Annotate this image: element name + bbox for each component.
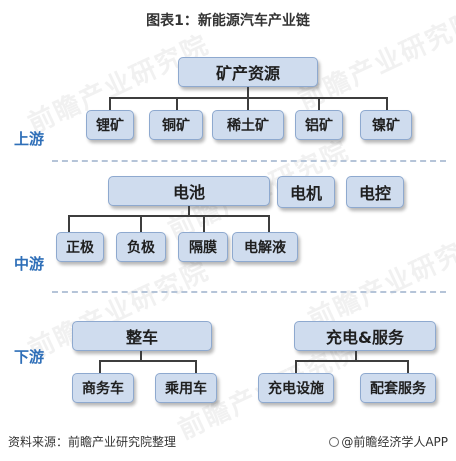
node-electrolyte: 电解液: [232, 232, 298, 262]
connector: [68, 215, 70, 233]
connector: [203, 215, 205, 233]
connector: [195, 360, 197, 374]
node-complete-vehicle: 整车: [72, 321, 212, 351]
section-label-midstream: 中游: [14, 255, 45, 273]
node-rare-earth-ore: 稀土矿: [212, 110, 284, 140]
node-passenger-vehicle: 乘用车: [155, 373, 217, 403]
connector: [176, 97, 178, 111]
source-note: 资料来源：前瞻产业研究院整理: [8, 435, 177, 449]
connector: [295, 360, 409, 362]
connector: [140, 215, 142, 233]
connector: [318, 97, 320, 111]
node-lithium-ore: 锂矿: [86, 110, 134, 140]
page-title: 图表1：新能源汽车产业链: [146, 13, 310, 29]
node-charging-facilities: 充电设施: [258, 373, 334, 403]
brand-logo-icon: [329, 437, 340, 447]
node-charging-service: 充电&服务: [294, 321, 436, 351]
connector: [295, 360, 297, 374]
node-supporting-services: 配套服务: [360, 373, 436, 403]
connector: [355, 351, 357, 361]
node-cathode: 正极: [56, 232, 104, 262]
connector: [109, 97, 111, 111]
node-separator: 隔膜: [178, 232, 228, 262]
connector: [247, 87, 249, 98]
connector: [68, 215, 270, 217]
connector: [99, 360, 197, 362]
node-mineral-resources: 矿产资源: [178, 57, 318, 87]
node-commercial-vehicle: 商务车: [72, 373, 134, 403]
node-aluminum-ore: 铝矿: [295, 110, 343, 140]
node-nickel-ore: 镍矿: [360, 110, 412, 140]
watermark: 前瞻产业研究院: [303, 225, 456, 336]
brand-credit-text: @前瞻经济学人APP: [341, 435, 448, 449]
section-divider: [52, 160, 446, 162]
brand-credit: @前瞻经济学人APP: [329, 433, 448, 450]
section-label-downstream: 下游: [14, 348, 45, 366]
node-electronic-control: 电控: [346, 176, 404, 208]
section-divider: [52, 291, 446, 293]
node-copper-ore: 铜矿: [149, 110, 203, 140]
connector: [247, 97, 249, 111]
connector: [188, 206, 190, 216]
section-label-upstream: 上游: [14, 130, 45, 148]
connector: [99, 360, 101, 374]
connector: [386, 97, 388, 111]
connector: [140, 351, 142, 361]
connector: [407, 360, 409, 374]
node-anode: 负极: [116, 232, 166, 262]
node-battery: 电池: [108, 176, 270, 206]
node-motor: 电机: [277, 176, 335, 208]
connector: [268, 215, 270, 233]
